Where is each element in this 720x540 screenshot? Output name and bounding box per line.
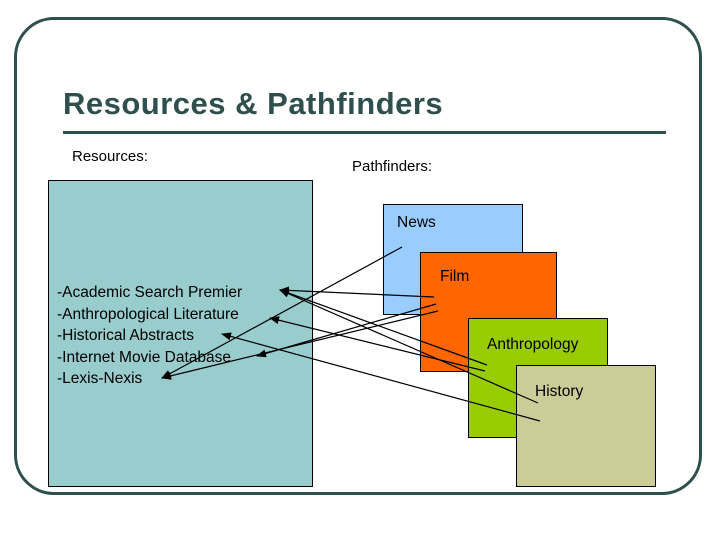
resource-lexis-nexis: -Lexis-Nexis [57, 370, 143, 387]
resources-heading: Resources: [72, 148, 148, 165]
resources-box [48, 180, 313, 487]
pathfinders-heading: Pathfinders: [352, 158, 433, 175]
slide-frame [14, 17, 702, 495]
pathfinder-film-label: Film [440, 268, 470, 285]
arrow-history-to-academic-search-premier [279, 289, 539, 404]
arrow-film-to-lexis-nexis [161, 310, 439, 380]
pathfinder-history-box [516, 365, 656, 487]
resource-historical-abstracts: -Historical Abstracts [57, 327, 194, 344]
resources-list: -Academic Search Premier -Anthropologica… [57, 282, 242, 390]
resource-academic-search-premier: -Academic Search Premier [57, 284, 243, 301]
arrow-anthropology-to-academic-search-premier [279, 289, 488, 366]
arrow-anthropology-to-anthropological-literature [269, 316, 486, 372]
arrow-film-to-academic-search-premier [279, 286, 435, 298]
resource-anthropological-literature: -Anthropological Literature [57, 305, 239, 323]
pathfinder-news-label: News [397, 214, 436, 231]
pathfinder-anthropology-label: Anthropology [487, 336, 579, 353]
arrow-history-to-historical-abstracts [221, 332, 541, 422]
slide-title: Resources & Pathfinders [63, 86, 444, 121]
pathfinder-history-label: History [535, 383, 584, 400]
title-underline [63, 131, 666, 134]
resource-internet-movie-database: -Internet Movie Database [57, 348, 232, 366]
arrow-news-to-lexis-nexis [161, 246, 403, 379]
